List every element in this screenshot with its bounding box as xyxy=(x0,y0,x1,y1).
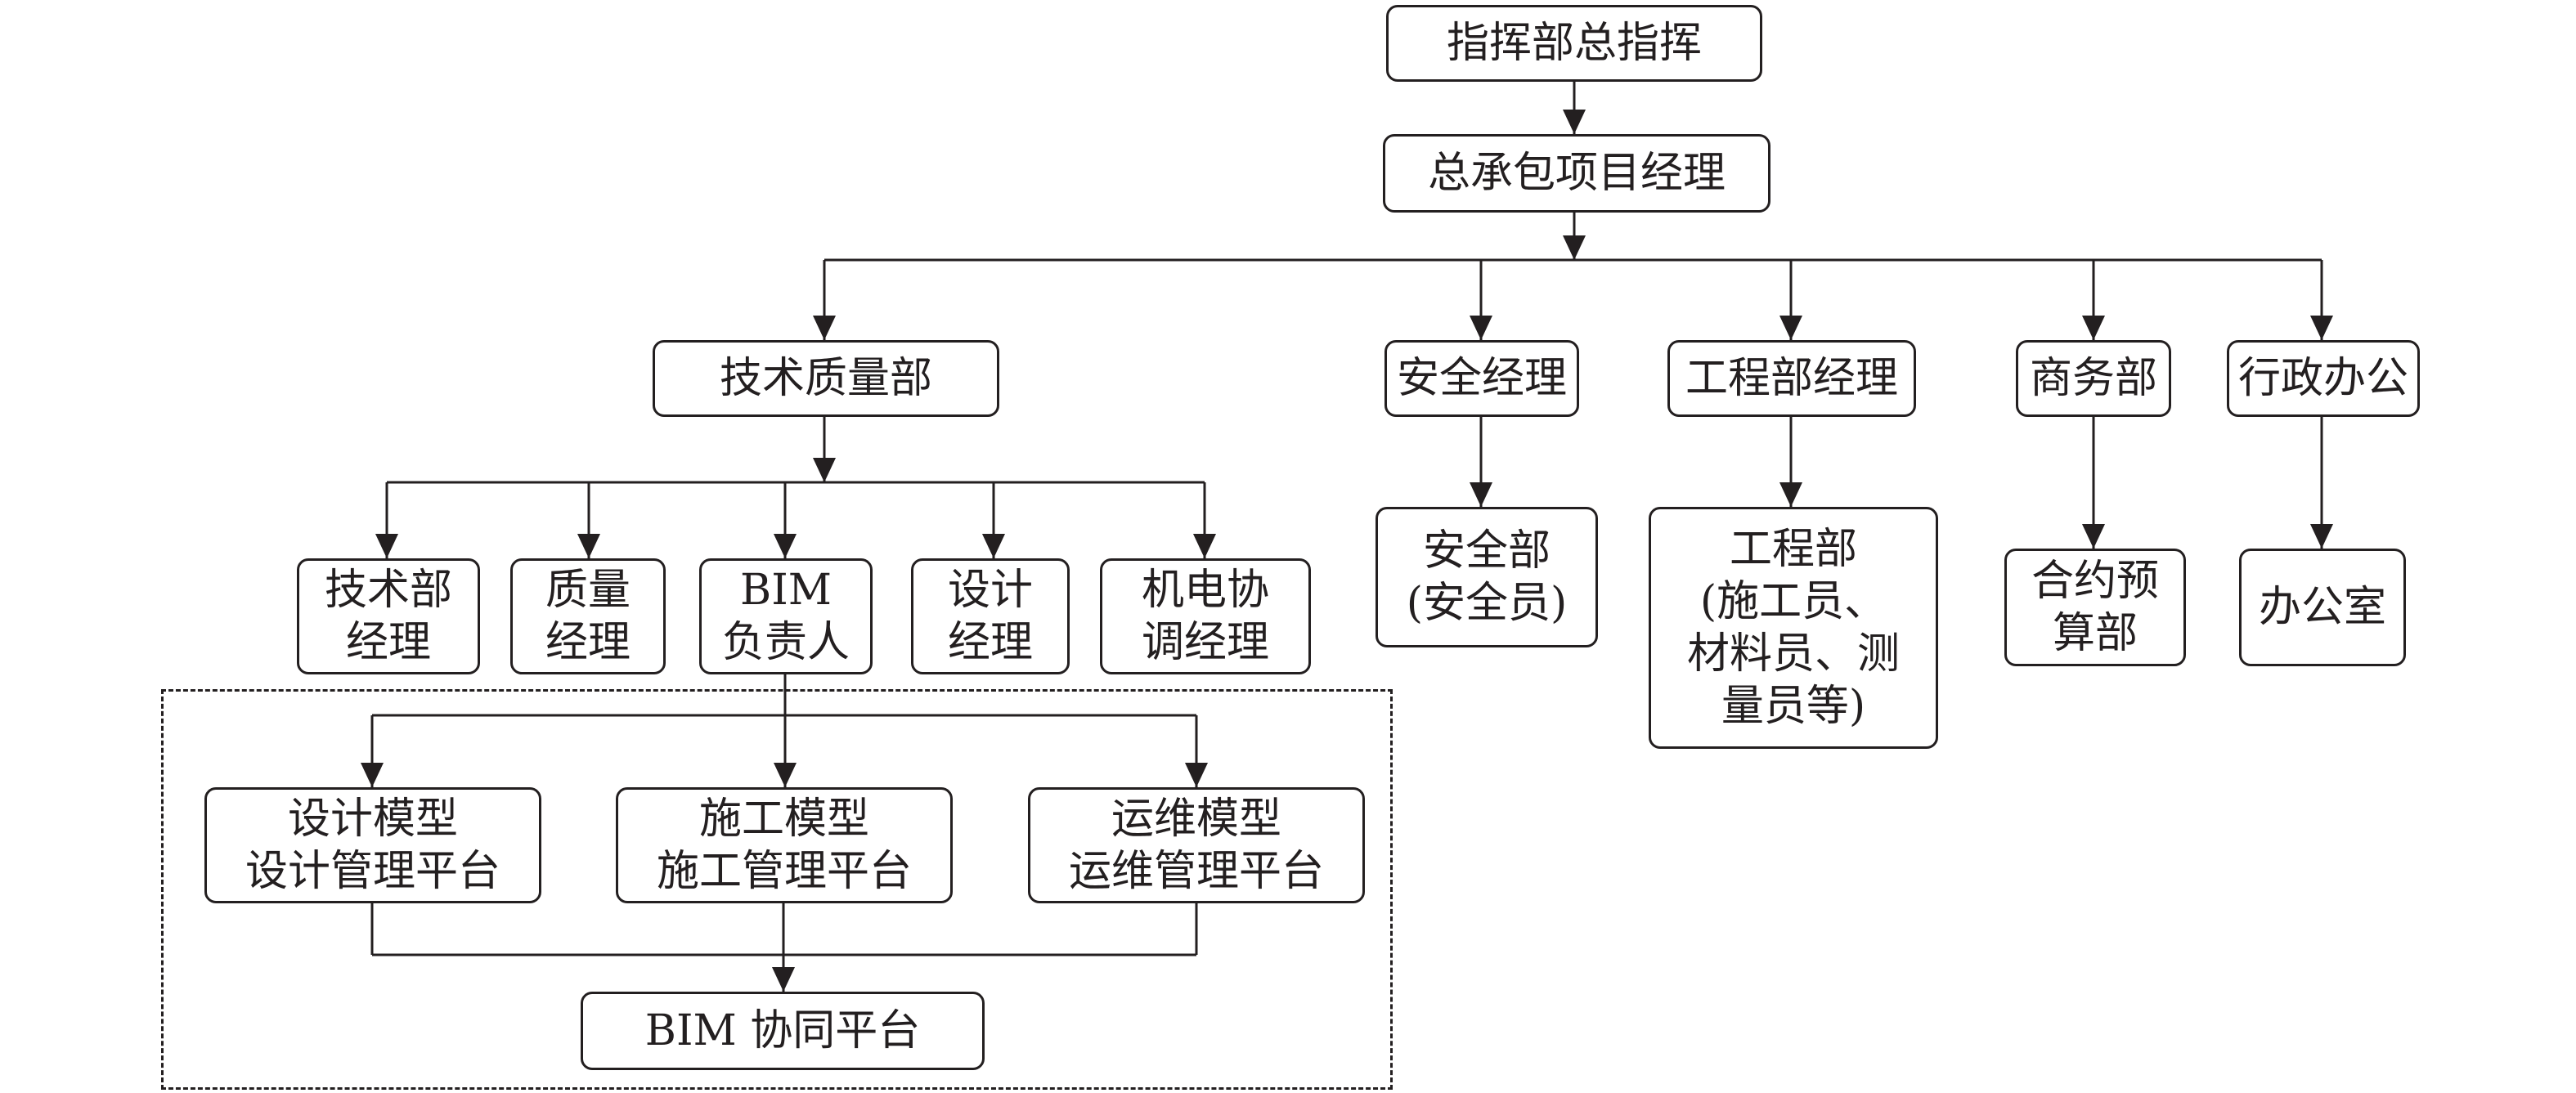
arrowhead xyxy=(1779,482,1802,507)
node-commander: 指挥部总指挥 xyxy=(1386,5,1762,82)
node-construction-model: 施工模型 施工管理平台 xyxy=(616,787,953,903)
node-admin-office: 行政办公 xyxy=(2227,340,2420,417)
arrowhead xyxy=(1193,534,1216,558)
node-operation-model: 运维模型 运维管理平台 xyxy=(1028,787,1365,903)
arrowhead xyxy=(982,534,1005,558)
arrowhead xyxy=(774,534,797,558)
node-business-dept: 商务部 xyxy=(2016,340,2171,417)
arrowhead xyxy=(577,534,600,558)
arrowhead xyxy=(772,967,795,992)
arrowhead xyxy=(1779,316,1802,340)
node-bim-lead: BIM 负责人 xyxy=(699,558,873,674)
node-contract-budget-dept: 合约预 算部 xyxy=(2004,549,2186,666)
arrowhead xyxy=(2310,524,2333,549)
node-design-manager: 设计 经理 xyxy=(911,558,1070,674)
node-tech-quality-dept: 技术质量部 xyxy=(653,340,999,417)
arrowhead xyxy=(774,763,797,787)
arrowhead xyxy=(1470,482,1492,507)
arrowhead xyxy=(1563,110,1586,134)
arrowhead xyxy=(2310,316,2333,340)
node-mep-manager: 机电协 调经理 xyxy=(1100,558,1311,674)
node-tech-dept-manager: 技术部 经理 xyxy=(297,558,480,674)
node-quality-manager: 质量 经理 xyxy=(510,558,666,674)
arrowhead xyxy=(2082,316,2105,340)
arrowhead xyxy=(1185,763,1208,787)
arrowhead xyxy=(813,316,836,340)
node-bim-platform: BIM 协同平台 xyxy=(581,992,985,1070)
arrowhead xyxy=(813,458,836,482)
node-safety-manager: 安全经理 xyxy=(1384,340,1579,417)
node-office: 办公室 xyxy=(2239,549,2406,666)
arrowhead xyxy=(375,534,398,558)
bim-platform-group xyxy=(161,689,1393,1090)
node-engineering-manager: 工程部经理 xyxy=(1667,340,1916,417)
node-engineering-dept: 工程部 (施工员、 材料员、测 量员等) xyxy=(1649,507,1938,749)
arrowhead xyxy=(1470,316,1492,340)
arrowhead xyxy=(361,763,384,787)
node-safety-dept: 安全部 (安全员) xyxy=(1376,507,1598,647)
node-general-pm: 总承包项目经理 xyxy=(1383,134,1770,213)
arrowhead xyxy=(2082,524,2105,549)
arrowhead xyxy=(1563,235,1586,260)
node-design-model: 设计模型 设计管理平台 xyxy=(204,787,541,903)
